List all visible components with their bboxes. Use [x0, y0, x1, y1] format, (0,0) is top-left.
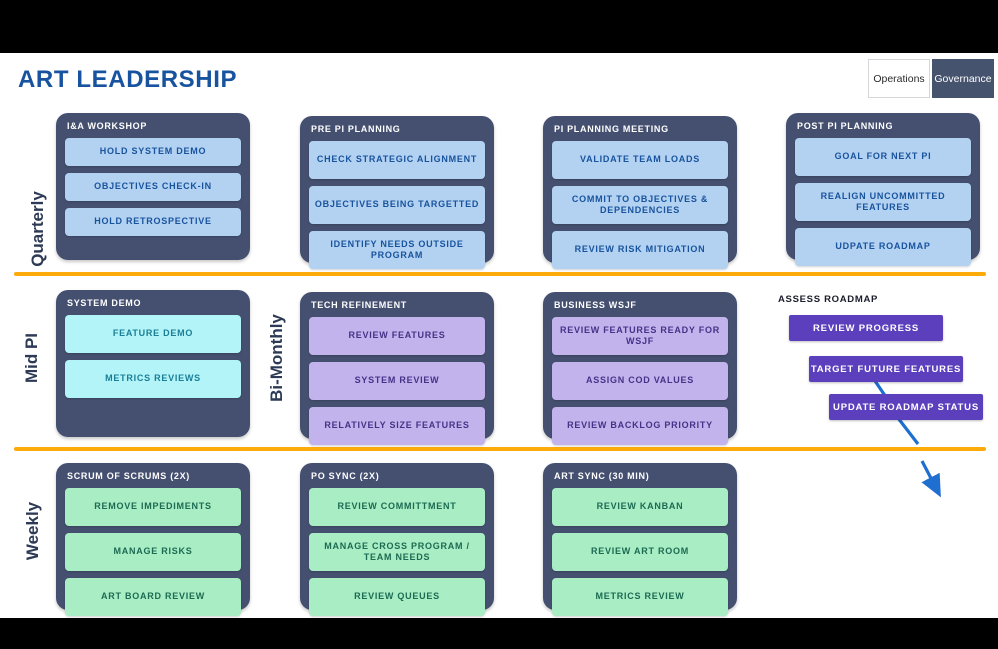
- card-title: ART SYNC (30 MIN): [554, 471, 650, 481]
- item-realign-uncommitted-features[interactable]: REALIGN UNCOMMITTED FEATURES: [795, 183, 971, 221]
- flow-step-review-progress[interactable]: REVIEW PROGRESS: [789, 315, 943, 341]
- letterbox-bottom-bar: [0, 618, 998, 649]
- item-art-board-review[interactable]: ART BOARD REVIEW: [65, 578, 241, 616]
- item-check-strategic-alignment[interactable]: CHECK STRATEGIC ALIGNMENT: [309, 141, 485, 179]
- item-review-backlog-priority[interactable]: REVIEW BACKLOG PRIORITY: [552, 407, 728, 445]
- item-goal-for-next-pi[interactable]: GOAL FOR NEXT PI: [795, 138, 971, 176]
- page-title: ART LEADERSHIP: [18, 66, 238, 93]
- card-title: TECH REFINEMENT: [311, 300, 407, 310]
- card-po-sync[interactable]: PO SYNC (2X) REVIEW COMMITTMENT MANAGE C…: [300, 463, 494, 616]
- card-items: GOAL FOR NEXT PI REALIGN UNCOMMITTED FEA…: [795, 138, 971, 266]
- card-title: POST PI PLANNING: [797, 121, 894, 131]
- item-hold-system-demo[interactable]: HOLD SYSTEM DEMO: [65, 138, 241, 166]
- item-manage-risks[interactable]: MANAGE RISKS: [65, 533, 241, 571]
- card-items: VALIDATE TEAM LOADS COMMIT TO OBJECTIVES…: [552, 141, 728, 269]
- item-review-features-ready-for-wsjf[interactable]: REVIEW FEATURES READY FOR WSJF: [552, 317, 728, 355]
- item-remove-impediments[interactable]: REMOVE IMPEDIMENTS: [65, 488, 241, 526]
- card-pre-pi-planning[interactable]: PRE PI PLANNING CHECK STRATEGIC ALIGNMEN…: [300, 116, 494, 269]
- item-objectives-check-in[interactable]: OBJECTIVES CHECK-IN: [65, 173, 241, 201]
- row-label-bi-monthly: Bi-Monthly: [267, 314, 286, 402]
- item-review-queues[interactable]: REVIEW QUEUES: [309, 578, 485, 616]
- divider-midpi-weekly: [14, 447, 986, 451]
- item-feature-demo[interactable]: FEATURE DEMO: [65, 315, 241, 353]
- card-items: HOLD SYSTEM DEMO OBJECTIVES CHECK-IN HOL…: [65, 138, 241, 236]
- item-udpate-roadmap[interactable]: UDPATE ROADMAP: [795, 228, 971, 266]
- card-art-sync[interactable]: ART SYNC (30 MIN) REVIEW KANBAN REVIEW A…: [543, 463, 737, 616]
- item-validate-team-loads[interactable]: VALIDATE TEAM LOADS: [552, 141, 728, 179]
- letterbox-top-bar: [0, 0, 998, 53]
- item-metrics-review[interactable]: METRICS REVIEW: [552, 578, 728, 616]
- item-review-kanban[interactable]: REVIEW KANBAN: [552, 488, 728, 526]
- slide-canvas: ART LEADERSHIP Operations Governance Qua…: [0, 53, 998, 618]
- item-metrics-reviews[interactable]: METRICS REVIEWS: [65, 360, 241, 398]
- card-title: PO SYNC (2X): [311, 471, 380, 481]
- item-system-review[interactable]: SYSTEM REVIEW: [309, 362, 485, 400]
- item-identify-needs-outside-program[interactable]: IDENTIFY NEEDS OUTSIDE PROGRAM: [309, 231, 485, 269]
- tab-operations[interactable]: Operations: [868, 59, 930, 98]
- card-title: SCRUM OF SCRUMS (2X): [67, 471, 191, 481]
- card-items: REVIEW KANBAN REVIEW ART ROOM METRICS RE…: [552, 488, 728, 616]
- card-items: FEATURE DEMO METRICS REVIEWS: [65, 315, 241, 398]
- card-system-demo[interactable]: SYSTEM DEMO FEATURE DEMO METRICS REVIEWS: [56, 290, 250, 437]
- item-assign-cod-values[interactable]: ASSIGN COD VALUES: [552, 362, 728, 400]
- card-items: CHECK STRATEGIC ALIGNMENT OBJECTIVES BEI…: [309, 141, 485, 269]
- item-hold-retrospective[interactable]: HOLD RETROSPECTIVE: [65, 208, 241, 236]
- card-items: REVIEW FEATURES SYSTEM REVIEW RELATIVELY…: [309, 317, 485, 445]
- flow-step-target-future-features[interactable]: TARGET FUTURE FEATURES: [809, 356, 963, 382]
- row-label-weekly: Weekly: [23, 501, 42, 561]
- card-items: REMOVE IMPEDIMENTS MANAGE RISKS ART BOAR…: [65, 488, 241, 616]
- assess-roadmap-title: ASSESS ROADMAP: [778, 294, 879, 305]
- item-review-committment[interactable]: REVIEW COMMITTMENT: [309, 488, 485, 526]
- item-commit-to-objectives-dependencies[interactable]: COMMIT TO OBJECTIVES & DEPENDENCIES: [552, 186, 728, 224]
- divider-quarterly-midpi: [14, 272, 986, 276]
- item-relatively-size-features[interactable]: RELATIVELY SIZE FEATURES: [309, 407, 485, 445]
- card-title: PRE PI PLANNING: [311, 124, 401, 134]
- item-manage-cross-program-team-needs[interactable]: MANAGE CROSS PROGRAM / TEAM NEEDS: [309, 533, 485, 571]
- card-tech-refinement[interactable]: TECH REFINEMENT REVIEW FEATURES SYSTEM R…: [300, 292, 494, 445]
- item-objectives-being-targetted[interactable]: OBJECTIVES BEING TARGETTED: [309, 186, 485, 224]
- card-title: SYSTEM DEMO: [67, 298, 142, 308]
- card-ia-workshop[interactable]: I&A WORKSHOP HOLD SYSTEM DEMO OBJECTIVES…: [56, 113, 250, 260]
- card-business-wsjf[interactable]: BUSINESS WSJF REVIEW FEATURES READY FOR …: [543, 292, 737, 445]
- card-title: PI PLANNING MEETING: [554, 124, 669, 134]
- item-review-art-room[interactable]: REVIEW ART ROOM: [552, 533, 728, 571]
- card-post-pi-planning[interactable]: POST PI PLANNING GOAL FOR NEXT PI REALIG…: [786, 113, 980, 266]
- card-items: REVIEW COMMITTMENT MANAGE CROSS PROGRAM …: [309, 488, 485, 616]
- row-label-quarterly: Quarterly: [28, 191, 47, 267]
- flow-step-update-roadmap-status[interactable]: UPDATE ROADMAP STATUS: [829, 394, 983, 420]
- tab-governance[interactable]: Governance: [932, 59, 994, 98]
- tab-bar: Operations Governance: [868, 59, 994, 98]
- item-review-risk-mitigation[interactable]: REVIEW RISK MITIGATION: [552, 231, 728, 269]
- item-review-features[interactable]: REVIEW FEATURES: [309, 317, 485, 355]
- row-label-mid-pi: Mid PI: [22, 332, 41, 384]
- card-pi-planning-meeting[interactable]: PI PLANNING MEETING VALIDATE TEAM LOADS …: [543, 116, 737, 269]
- card-title: BUSINESS WSJF: [554, 300, 637, 310]
- card-scrum-of-scrums[interactable]: SCRUM OF SCRUMS (2X) REMOVE IMPEDIMENTS …: [56, 463, 250, 616]
- card-title: I&A WORKSHOP: [67, 121, 148, 131]
- card-items: REVIEW FEATURES READY FOR WSJF ASSIGN CO…: [552, 317, 728, 445]
